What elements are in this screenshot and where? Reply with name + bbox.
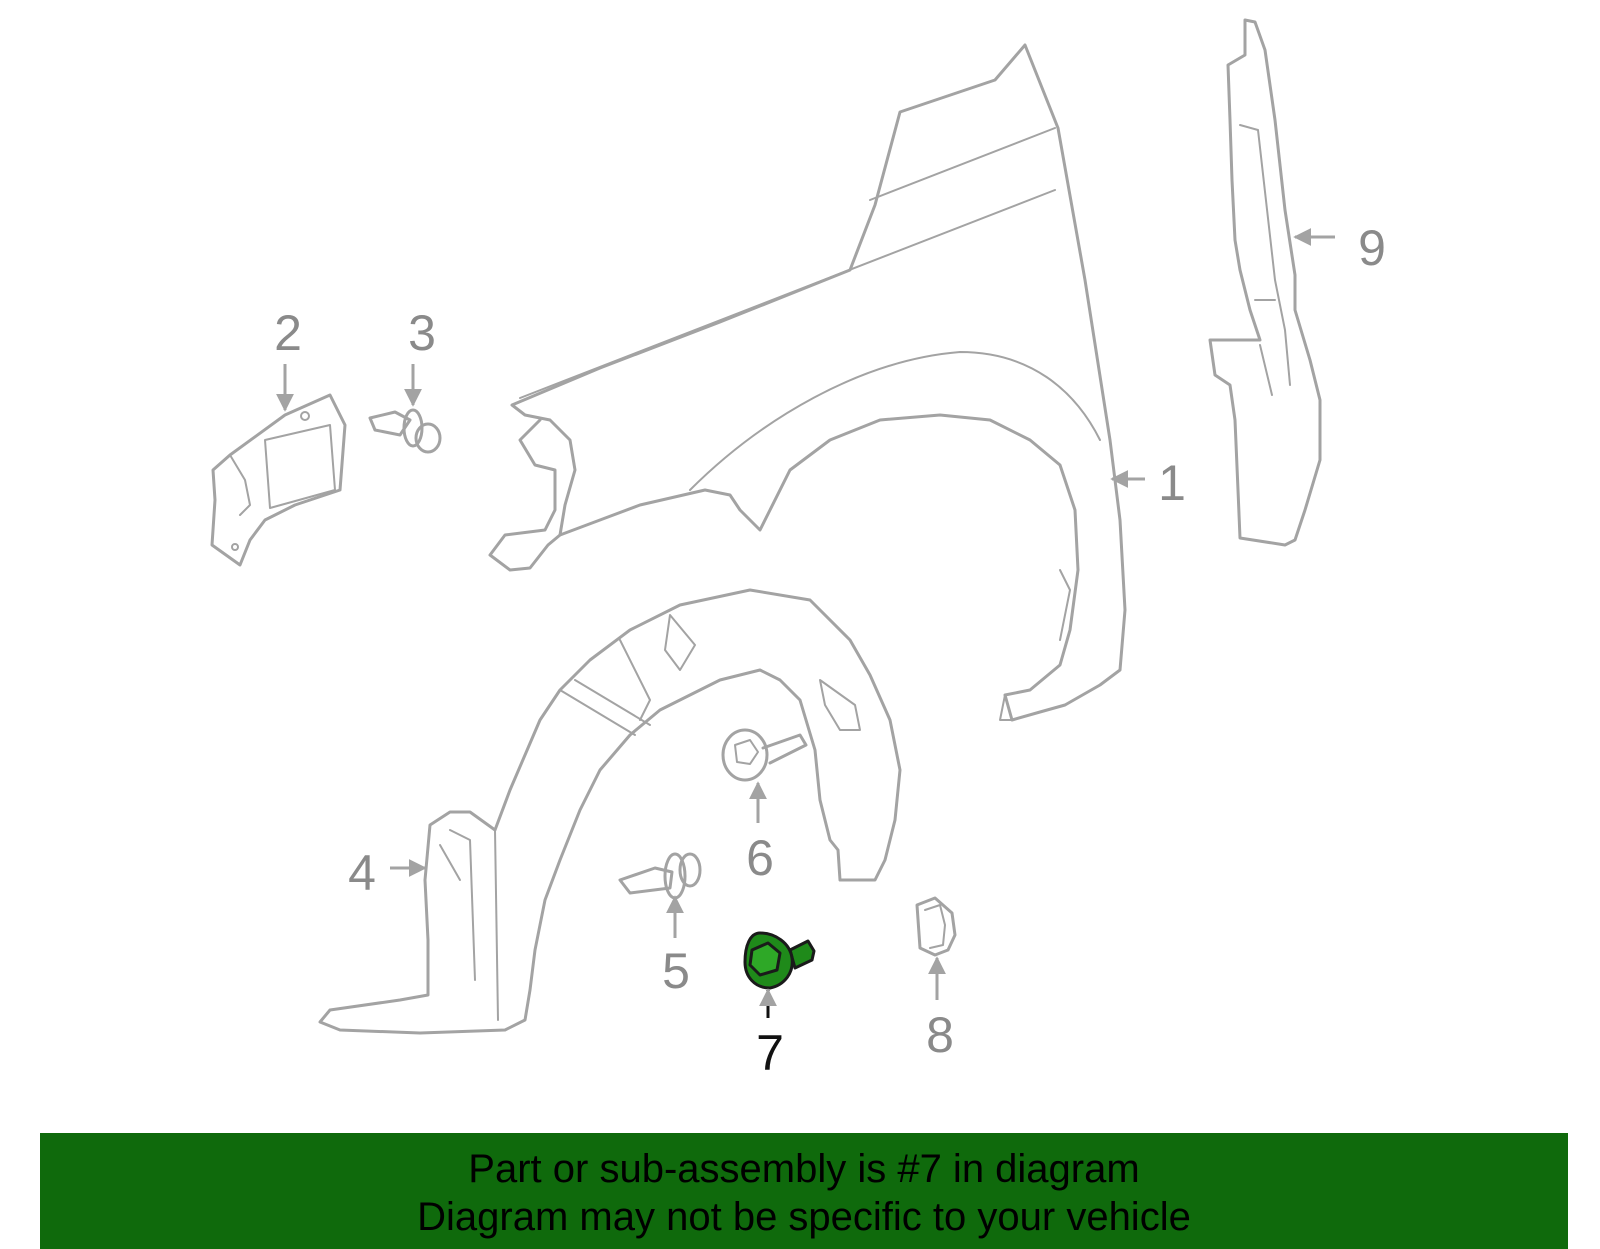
part-5-clip (618, 852, 702, 900)
part-6-bolt (721, 728, 808, 782)
part-1-fender (488, 43, 1127, 722)
banner-line-1: Part or sub-assembly is #7 in diagram (468, 1147, 1140, 1191)
callout-9: 9 (1358, 220, 1386, 276)
callout-6: 6 (746, 830, 774, 886)
banner-line-2: Diagram may not be specific to your vehi… (417, 1195, 1191, 1239)
callout-3: 3 (408, 305, 436, 361)
part-9-shield (1208, 18, 1322, 547)
callout-2: 2 (274, 305, 302, 361)
callout-8: 8 (926, 1007, 954, 1063)
part-info-banner: Part or sub-assembly is #7 in diagram Di… (40, 1133, 1568, 1249)
callout-4: 4 (348, 845, 376, 901)
callout-1: 1 (1158, 455, 1186, 511)
part-3-clip (368, 408, 442, 454)
part-2-bracket (210, 393, 347, 567)
part-7-bolt-highlighted (743, 931, 816, 990)
part-8-clip (915, 896, 957, 957)
callout-7: 7 (756, 1025, 784, 1081)
part-4-liner (318, 588, 902, 1035)
callout-5: 5 (662, 943, 690, 999)
